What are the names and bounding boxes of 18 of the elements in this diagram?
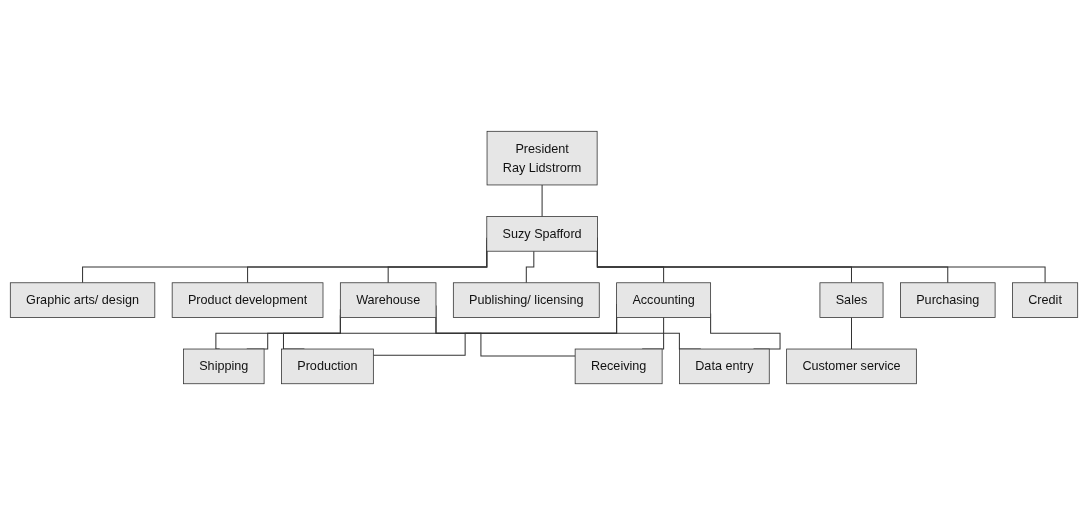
node-box: Product development	[171, 282, 323, 319]
node-box: Data entry	[678, 349, 770, 385]
node-box: Receiving	[574, 349, 663, 385]
connector	[525, 251, 534, 284]
connector	[541, 184, 543, 218]
node-box: Accounting	[615, 282, 711, 319]
node-box: Production	[280, 349, 374, 385]
node-box: Suzy Spafford	[485, 216, 598, 253]
node-box: Sales	[819, 282, 883, 319]
node-box: Customer service	[785, 349, 917, 385]
node-box: Publishing/ licensing	[452, 282, 600, 319]
node-box: President Ray Lidstrorm	[486, 131, 598, 186]
node-box: Credit	[1011, 282, 1078, 319]
node-box: Graphic arts/ design	[9, 282, 155, 319]
node-box: Warehouse	[339, 282, 436, 319]
node-box: Purchasing	[899, 282, 995, 319]
connector	[850, 317, 852, 350]
node-box: Shipping	[182, 349, 264, 385]
